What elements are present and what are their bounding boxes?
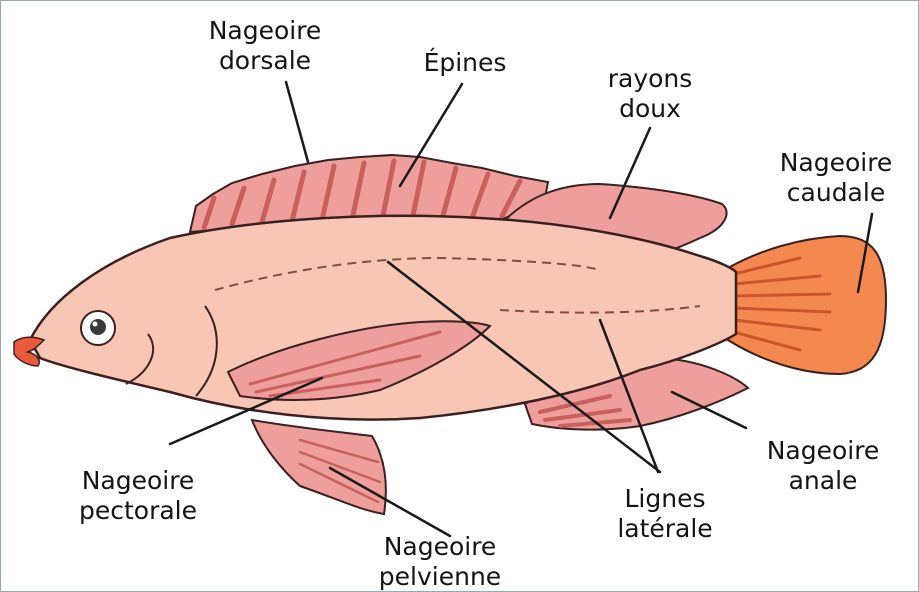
label-pelvic-line-1: Nageoire [350, 532, 530, 562]
label-lateral-line-2: latérale [590, 514, 740, 544]
label-lateral-line: Lignes latérale [590, 484, 740, 544]
label-anal-line-2: anale [738, 466, 908, 496]
label-dorsal-line-2: dorsale [180, 46, 350, 76]
label-anal-line-1: Nageoire [738, 436, 908, 466]
label-caudal-line-1: Nageoire [756, 148, 916, 178]
label-pectoral-line-1: Nageoire [48, 466, 228, 496]
fish-eye-highlight [93, 322, 98, 327]
label-soft-rays: rayons doux [590, 64, 710, 124]
label-pectoral-fin: Nageoire pectorale [48, 466, 228, 526]
label-soft-rays-line-2: doux [590, 94, 710, 124]
label-dorsal-line-1: Nageoire [180, 16, 350, 46]
label-pectoral-line-2: pectorale [48, 496, 228, 526]
label-pelvic-line-2: pelvienne [350, 562, 530, 592]
label-soft-rays-line-1: rayons [590, 64, 710, 94]
leader-dorsal [286, 82, 308, 162]
caudal-fin [728, 236, 886, 374]
label-lateral-line-1: Lignes [590, 484, 740, 514]
label-caudal-fin: Nageoire caudale [756, 148, 916, 208]
pelvic-fin [252, 420, 386, 514]
label-pelvic-fin: Nageoire pelvienne [350, 532, 530, 592]
label-spines-line-1: Épines [405, 48, 525, 78]
fish-pupil [90, 319, 106, 335]
label-caudal-line-2: caudale [756, 178, 916, 208]
label-anal-fin: Nageoire anale [738, 436, 908, 496]
label-spines: Épines [405, 48, 525, 78]
label-dorsal-fin: Nageoire dorsale [180, 16, 350, 76]
